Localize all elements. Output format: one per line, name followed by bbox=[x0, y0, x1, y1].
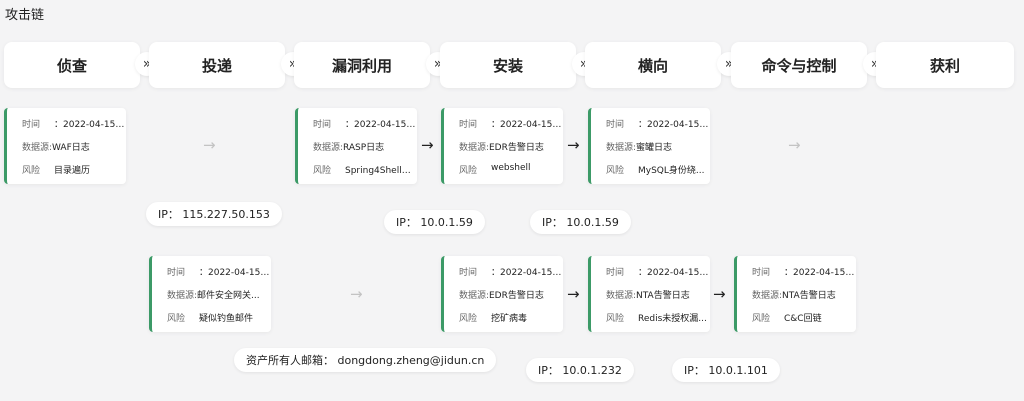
stage-installation[interactable]: 安装 bbox=[440, 42, 576, 88]
stage-label: 漏洞利用 bbox=[331, 56, 392, 75]
source-value: RASP日志 bbox=[343, 143, 385, 153]
event-card[interactable]: 时间 ：2022-04-15 0... 数据源:EDR告警日志 风险 webshel… bbox=[441, 108, 563, 184]
time-value: ：2022-04-15 0... bbox=[345, 120, 417, 130]
risk-value: Spring4Shell漏... bbox=[345, 166, 417, 176]
arrow-right-icon: → bbox=[788, 136, 801, 154]
time-label: 时间 bbox=[313, 120, 332, 130]
source-value: WAF日志 bbox=[52, 143, 90, 153]
event-card[interactable]: 时间 ：2022-04-15 1... 数据源:NTA告警日志 风险 Redis未授… bbox=[588, 256, 710, 332]
time-label: 时间 bbox=[606, 120, 625, 130]
source-label: 数据源: bbox=[459, 291, 490, 301]
stage-label: 获利 bbox=[929, 56, 960, 75]
risk-label: 风险 bbox=[606, 166, 625, 176]
source-label: 数据源: bbox=[606, 291, 637, 301]
ip-pill: IP： 10.0.1.232 bbox=[526, 358, 634, 382]
page-title: 攻击链 bbox=[5, 8, 45, 23]
event-card[interactable]: 时间 ：2022-04-15 1... 数据源:邮件安全网关... 风险 疑似钓鱼邮… bbox=[149, 256, 271, 332]
arrow-right-icon: → bbox=[567, 285, 580, 303]
arrow-right-icon: → bbox=[203, 136, 216, 154]
owner-email-pill: 资产所有人邮箱： dongdong.zheng@jidun.cn bbox=[234, 348, 497, 372]
arrow-right-icon: → bbox=[421, 136, 434, 154]
source-label: 数据源: bbox=[167, 291, 198, 301]
ip-pill: IP： 10.0.1.59 bbox=[530, 210, 631, 234]
time-label: 时间 bbox=[752, 268, 771, 278]
risk-value: 疑似钓鱼邮件 bbox=[199, 314, 254, 324]
time-label: 时间 bbox=[459, 268, 478, 278]
stage-exploitation[interactable]: 漏洞利用 bbox=[294, 42, 430, 88]
event-card[interactable]: 时间 ：2022-04-15 1... 数据源:蜜罐日志 风险 MySQL身份绕..… bbox=[588, 108, 710, 184]
risk-label: 风险 bbox=[606, 314, 625, 324]
source-value: EDR告警日志 bbox=[489, 143, 544, 153]
stage-label: 安装 bbox=[492, 56, 523, 75]
time-label: 时间 bbox=[459, 120, 478, 130]
risk-value: MySQL身份绕... bbox=[638, 166, 705, 176]
source-value: EDR告警日志 bbox=[489, 291, 544, 301]
ip-pill: IP： 10.0.1.59 bbox=[384, 210, 485, 234]
risk-value: Redis未授权漏... bbox=[638, 314, 707, 324]
time-value: ：2022-04-15 0... bbox=[491, 268, 563, 278]
stage-label: 命令与控制 bbox=[761, 56, 837, 75]
time-value: ：2022-04-15 1... bbox=[199, 268, 271, 278]
source-value: 邮件安全网关... bbox=[197, 291, 260, 301]
stage-recon[interactable]: 侦查 bbox=[4, 42, 140, 88]
source-label: 数据源: bbox=[313, 143, 344, 153]
stage-label: 投递 bbox=[201, 56, 232, 75]
risk-value: 目录遍历 bbox=[54, 166, 91, 176]
risk-label: 风险 bbox=[459, 166, 478, 176]
stage-label: 侦查 bbox=[56, 56, 87, 75]
risk-label: 风险 bbox=[459, 314, 478, 324]
stage-delivery[interactable]: 投递 bbox=[149, 42, 285, 88]
source-label: 数据源: bbox=[606, 143, 637, 153]
risk-value: 挖矿病毒 bbox=[491, 314, 528, 324]
stage-label: 横向 bbox=[637, 56, 668, 75]
arrow-right-icon: → bbox=[350, 285, 363, 303]
risk-label: 风险 bbox=[313, 166, 332, 176]
arrow-right-icon: → bbox=[713, 285, 726, 303]
stage-c2[interactable]: 命令与控制 bbox=[731, 42, 867, 88]
time-value: ：2022-04-15 1... bbox=[638, 120, 710, 130]
time-value: ：2022-04-15 1... bbox=[784, 268, 856, 278]
time-label: 时间 bbox=[606, 268, 625, 278]
time-value: ：2022-04-15 1... bbox=[638, 268, 710, 278]
source-label: 数据源: bbox=[752, 291, 783, 301]
event-card[interactable]: 时间 ：2022-04-15 0... 数据源:WAF日志 风险 目录遍历 bbox=[4, 108, 126, 184]
arrow-right-icon: → bbox=[567, 136, 580, 154]
time-label: 时间 bbox=[167, 268, 186, 278]
risk-value: webshell bbox=[491, 163, 531, 173]
source-label: 数据源: bbox=[459, 143, 490, 153]
event-card[interactable]: 时间 ：2022-04-15 0... 数据源:EDR告警日志 风险 挖矿病毒 bbox=[441, 256, 563, 332]
risk-label: 风险 bbox=[22, 166, 41, 176]
ip-pill: IP： 115.227.50.153 bbox=[146, 202, 282, 226]
risk-label: 风险 bbox=[752, 314, 771, 324]
source-label: 数据源: bbox=[22, 143, 53, 153]
time-label: 时间 bbox=[22, 120, 41, 130]
ip-pill: IP： 10.0.1.101 bbox=[672, 358, 780, 382]
event-card[interactable]: 时间 ：2022-04-15 1... 数据源:NTA告警日志 风险 C&C回链 bbox=[734, 256, 856, 332]
stage-profit[interactable]: 获利 bbox=[876, 42, 1014, 88]
risk-value: C&C回链 bbox=[784, 314, 822, 324]
source-value: NTA告警日志 bbox=[636, 291, 690, 301]
time-value: ：2022-04-15 0... bbox=[491, 120, 563, 130]
stage-lateral[interactable]: 横向 bbox=[585, 42, 721, 88]
event-card[interactable]: 时间 ：2022-04-15 0... 数据源:RASP日志 风险 Spring4S… bbox=[295, 108, 417, 184]
source-value: 蜜罐日志 bbox=[636, 143, 673, 153]
risk-label: 风险 bbox=[167, 314, 186, 324]
source-value: NTA告警日志 bbox=[782, 291, 836, 301]
time-value: ：2022-04-15 0... bbox=[54, 120, 126, 130]
